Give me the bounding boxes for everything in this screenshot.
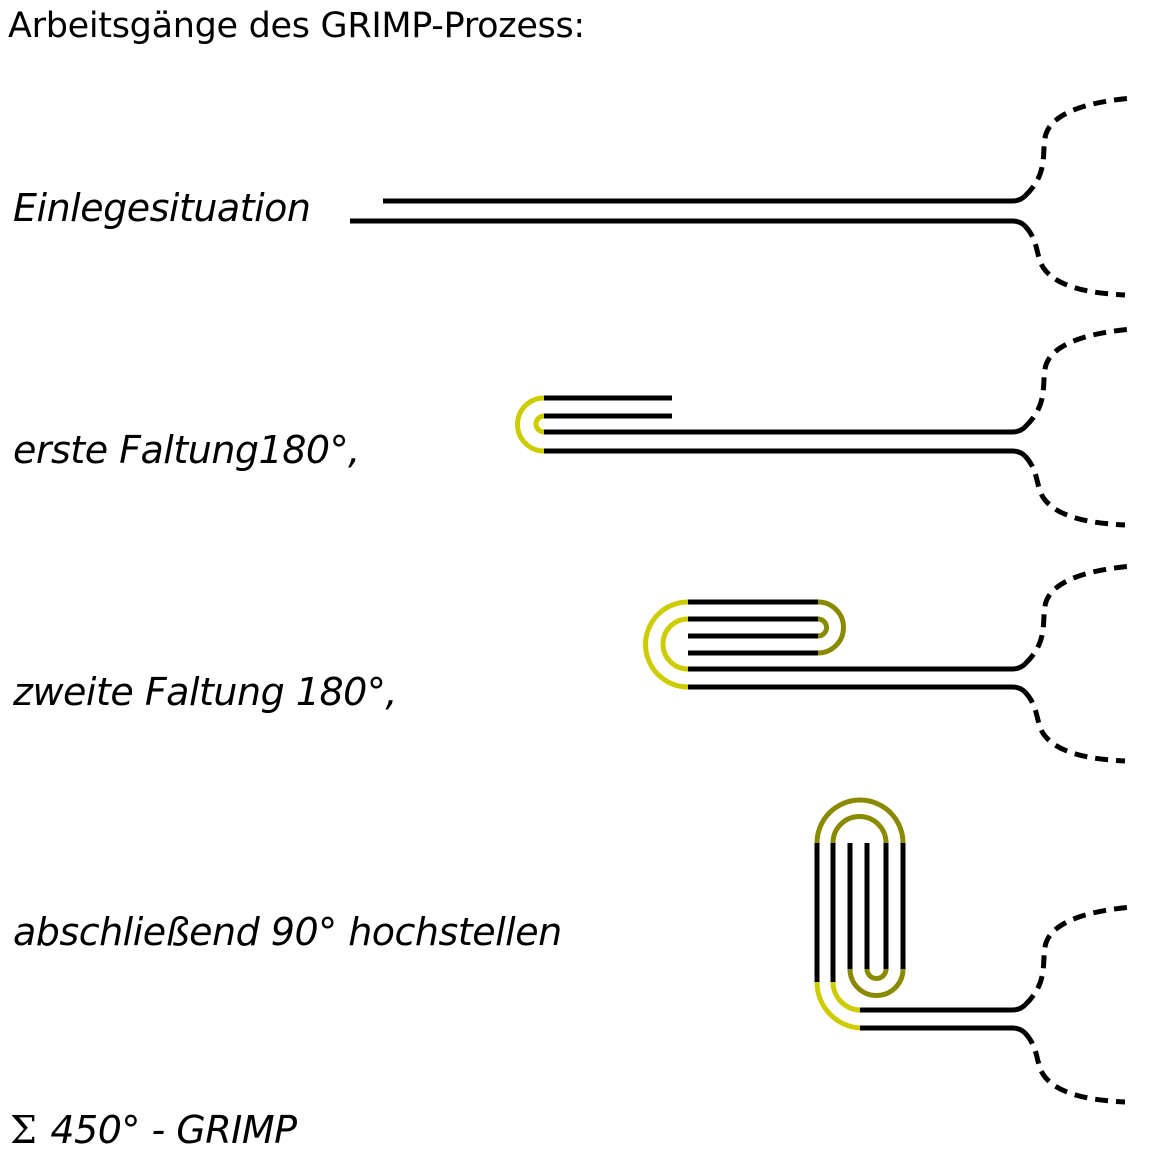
sigma-symbol: Σ: [10, 1108, 37, 1152]
step-3-sheet: [643, 563, 1133, 764]
step-1-sheet: [350, 95, 1133, 298]
step-4-sheet: [814, 797, 1133, 1105]
sheet-upper-line: [688, 662, 1027, 672]
flange-lower-dashed: [1023, 1031, 1126, 1105]
step-2-sheet: [515, 326, 1133, 528]
top-fold-inner-arc: [830, 814, 889, 844]
step-label-hochstellen: abschließend 90° hochstellen: [13, 910, 562, 954]
flange-lower-dashed: [1023, 454, 1126, 528]
flange-upper-dashed: [1023, 326, 1133, 429]
sheet-lower-line: [350, 218, 1027, 228]
first-fold-inner-arc: [830, 981, 861, 1013]
flange-upper-dashed: [1023, 904, 1133, 1007]
second-fold-inner-arc: [817, 616, 829, 639]
summary-label: Σ 450° - GRIMP: [10, 1108, 297, 1152]
first-fold-outer-arc: [814, 981, 861, 1031]
first-fold-outer-arc: [515, 395, 545, 454]
sheet-lower-line: [544, 448, 1027, 458]
first-fold-inner-arc: [660, 616, 689, 672]
step-label-erste-faltung: erste Faltung180°,: [13, 428, 360, 472]
page-title: Arbeitsgänge des GRIMP-Prozess:: [8, 6, 585, 46]
flange-lower-dashed: [1023, 224, 1126, 298]
flange-lower-dashed: [1023, 690, 1126, 764]
step-label-zweite-faltung: zweite Faltung 180°,: [13, 670, 397, 714]
sheet-lower-line: [860, 1025, 1027, 1035]
sheet-lower-line: [688, 684, 1027, 694]
top-fold-outer-arc: [814, 797, 906, 844]
first-fold-inner-arc: [533, 413, 545, 435]
bottom-fold-outer-arc: [847, 968, 906, 998]
step-label-einlegesituation: Einlegesituation: [13, 186, 311, 230]
sheet-upper-line: [383, 194, 1027, 204]
first-fold-outer-arc: [643, 599, 689, 690]
sheet-upper-line: [544, 425, 1027, 435]
bottom-fold-inner-arc: [864, 968, 889, 981]
sheet-upper-line: [860, 1003, 1027, 1013]
summary-text: 450° - GRIMP: [50, 1108, 297, 1152]
second-fold-outer-arc: [817, 599, 846, 656]
flange-upper-dashed: [1023, 563, 1133, 666]
flange-upper-dashed: [1023, 95, 1133, 198]
